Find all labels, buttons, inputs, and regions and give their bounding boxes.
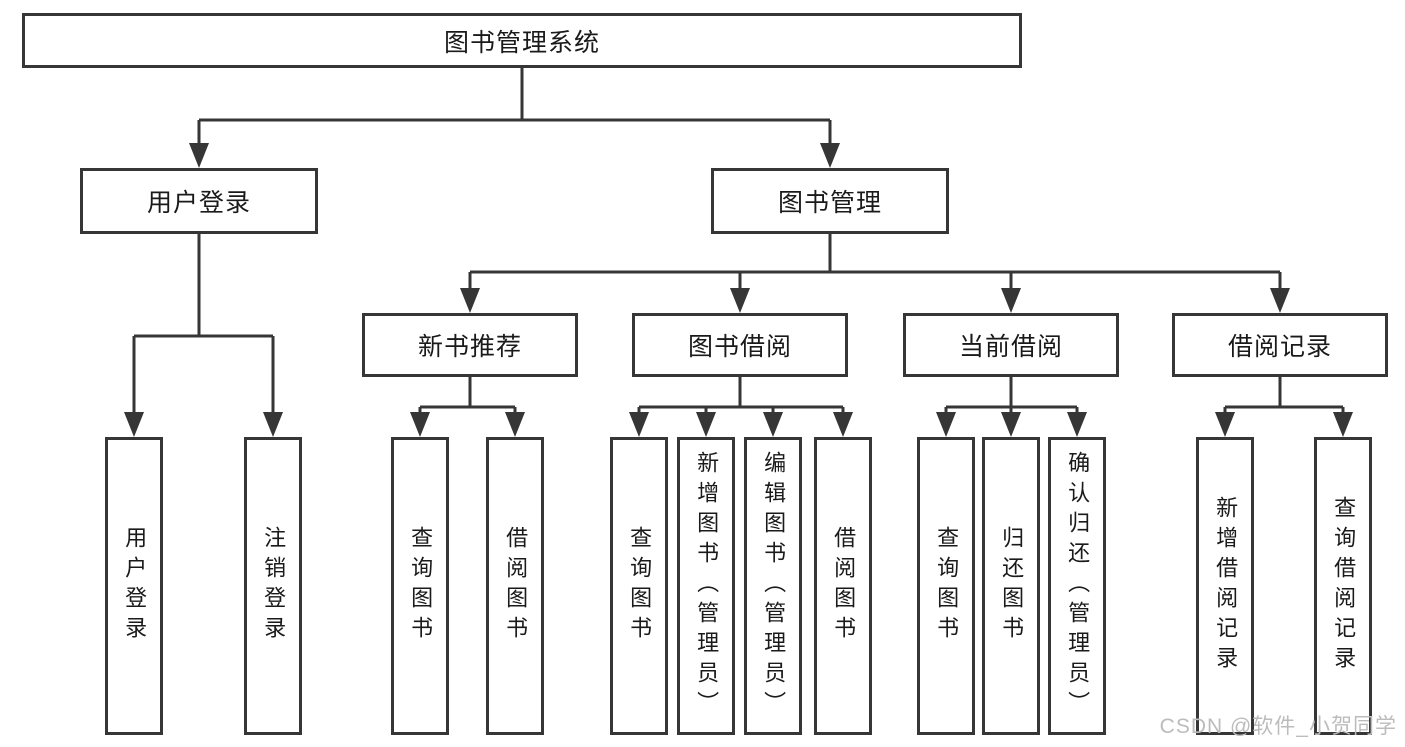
node-book-borrow: 图书借阅 [632, 313, 848, 377]
leaf-recommend-borrow-books: 借阅图书 [486, 437, 544, 735]
node-borrow-records: 借阅记录 [1172, 313, 1388, 377]
leaf-logout: 注销登录 [244, 437, 302, 735]
leaf-add-borrow-record: 新增借阅记录 [1196, 437, 1254, 735]
node-root: 图书管理系统 [22, 13, 1022, 68]
arrowhead-icon [1270, 288, 1290, 313]
node-user-login: 用户登录 [80, 168, 318, 234]
leaf-current-query-books-label: 查询图书 [934, 526, 960, 646]
leaf-borrow-query-books-label: 查询图书 [627, 526, 653, 646]
leaf-add-borrow-record-label: 新增借阅记录 [1213, 496, 1239, 676]
leaf-add-books-admin-label: 新增图书（管理员） [694, 451, 720, 721]
node-root-label: 图书管理系统 [443, 28, 600, 57]
leaf-user-login-label: 用户登录 [122, 526, 148, 646]
leaf-return-books: 归还图书 [982, 437, 1040, 735]
arrowhead-icon [730, 288, 750, 313]
arrowhead-icon [189, 143, 209, 168]
leaf-confirm-return-admin: 确认归还（管理员） [1048, 437, 1106, 735]
node-new-book-recommend: 新书推荐 [362, 313, 578, 377]
leaf-edit-books-admin-label: 编辑图书（管理员） [761, 451, 787, 721]
arrowhead-icon [696, 412, 716, 437]
csdn-watermark: CSDN @软件_小贺同学 [1159, 715, 1397, 738]
arrowhead-icon [1001, 412, 1021, 437]
node-current-borrow-label: 当前借阅 [958, 333, 1063, 361]
arrowhead-icon [1333, 412, 1353, 437]
leaf-edit-books-admin: 编辑图书（管理员） [744, 437, 802, 735]
leaf-recommend-query-books: 查询图书 [391, 437, 449, 735]
node-new-book-recommend-label: 新书推荐 [417, 333, 522, 361]
arrowhead-icon [763, 412, 783, 437]
leaf-user-login: 用户登录 [105, 437, 163, 735]
leaf-recommend-borrow-books-label: 借阅图书 [503, 526, 529, 646]
arrowhead-icon [124, 412, 144, 437]
leaf-borrow-query-books: 查询图书 [610, 437, 668, 735]
arrowhead-icon [936, 412, 956, 437]
node-borrow-records-label: 借阅记录 [1227, 333, 1332, 361]
leaf-query-borrow-record: 查询借阅记录 [1314, 437, 1372, 735]
leaf-recommend-query-books-label: 查询图书 [408, 526, 434, 646]
arrowhead-icon [820, 143, 840, 168]
leaf-confirm-return-admin-label: 确认归还（管理员） [1065, 451, 1091, 721]
node-book-borrow-label: 图书借阅 [687, 333, 792, 361]
arrowhead-icon [1001, 288, 1021, 313]
node-book-management: 图书管理 [711, 168, 949, 234]
arrowhead-icon [505, 412, 525, 437]
node-user-login-label: 用户登录 [146, 189, 251, 217]
node-current-borrow: 当前借阅 [903, 313, 1119, 377]
leaf-return-books-label: 归还图书 [999, 526, 1025, 646]
arrowhead-icon [833, 412, 853, 437]
leaf-borrow-books-label: 借阅图书 [831, 526, 857, 646]
leaf-borrow-books: 借阅图书 [814, 437, 872, 735]
leaf-current-query-books: 查询图书 [917, 437, 975, 735]
arrowhead-icon [263, 412, 283, 437]
arrowhead-icon [1215, 412, 1235, 437]
arrowhead-icon [460, 288, 480, 313]
arrowhead-icon [629, 412, 649, 437]
leaf-add-books-admin: 新增图书（管理员） [677, 437, 735, 735]
leaf-query-borrow-record-label: 查询借阅记录 [1331, 496, 1357, 676]
arrowhead-icon [1067, 412, 1087, 437]
node-book-management-label: 图书管理 [777, 189, 882, 217]
leaf-logout-label: 注销登录 [261, 526, 287, 646]
arrowhead-icon [410, 412, 430, 437]
